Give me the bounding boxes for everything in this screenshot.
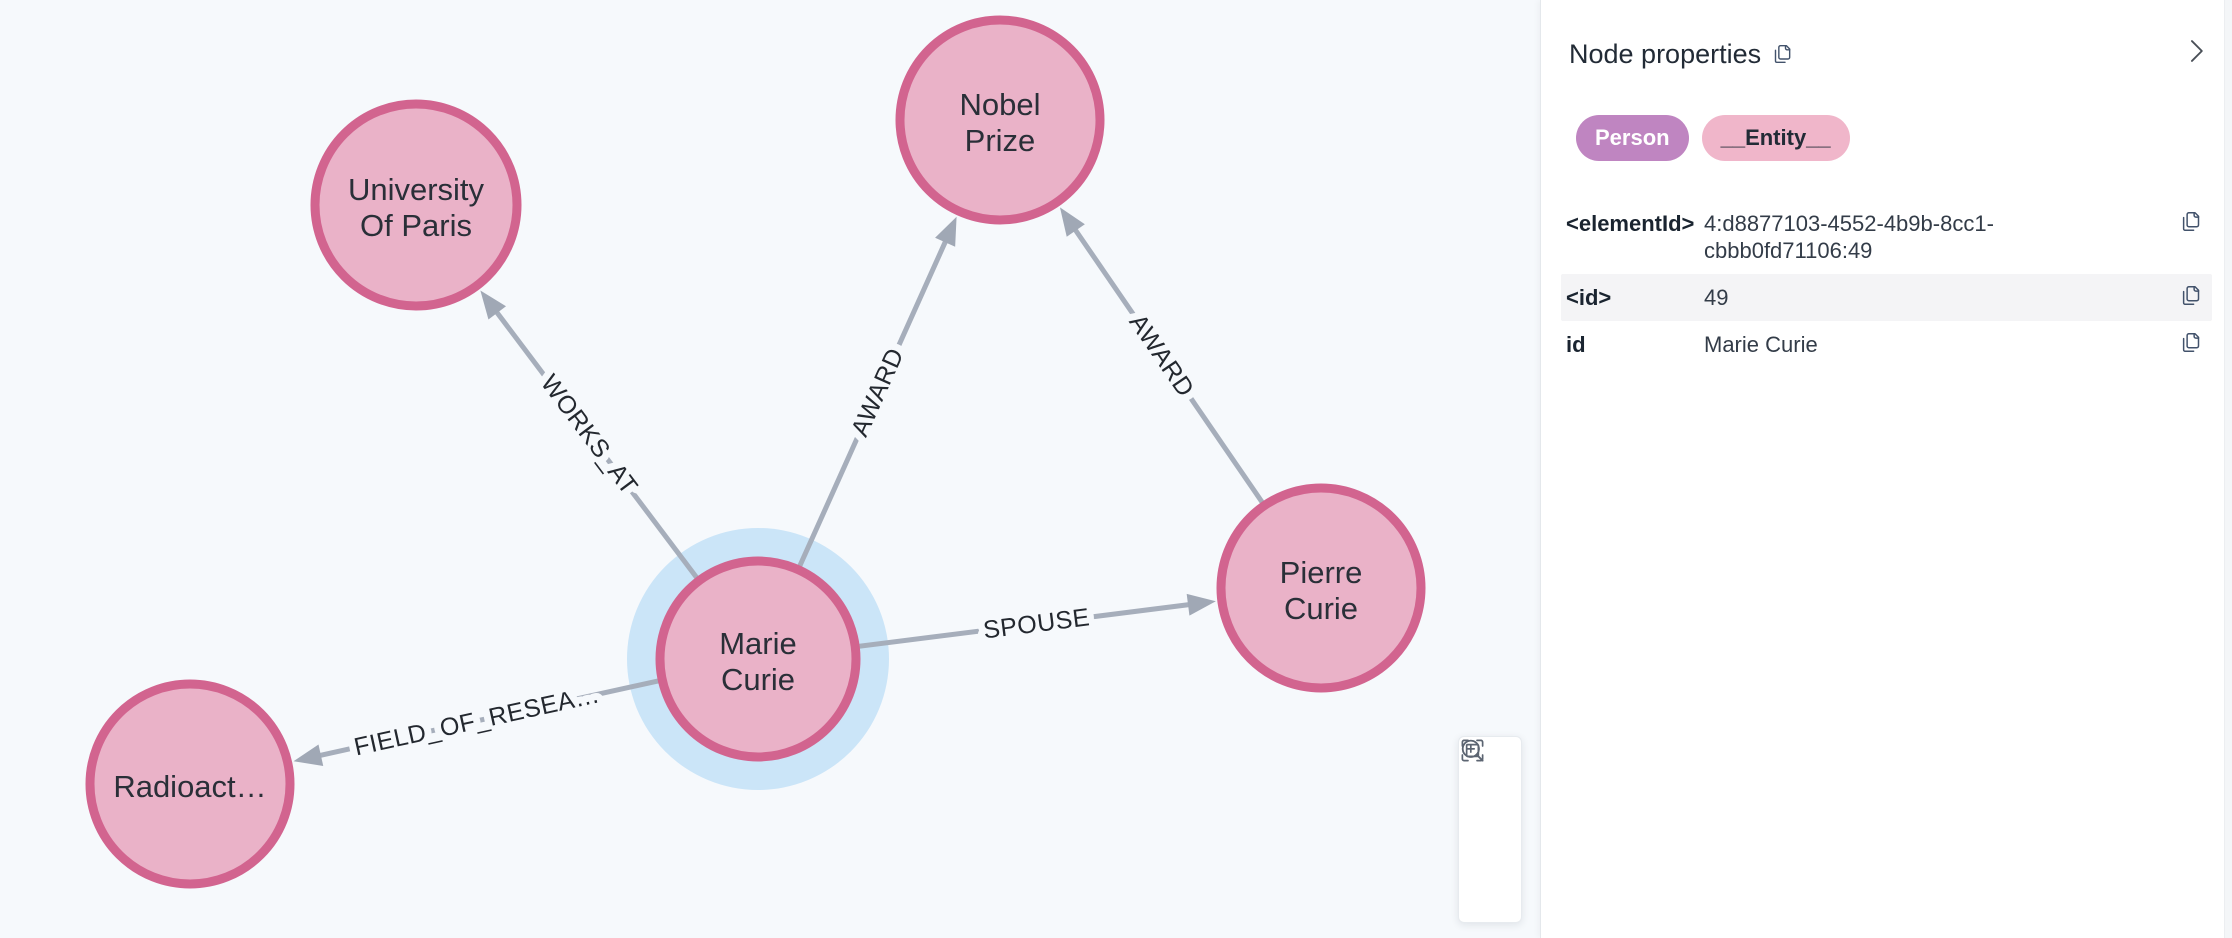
copy-icon <box>2182 286 2200 305</box>
node-label-badges: Person __Entity__ <box>1576 115 2212 161</box>
properties-table: <elementId> 4:d8877103-4552-4b9b-8cc1-cbb… <box>1561 200 2212 368</box>
zoom-out-button[interactable] <box>1459 739 1521 859</box>
property-key: id <box>1566 332 1586 357</box>
copy-icon <box>2182 333 2200 352</box>
node-properties-panel: Node properties Person __Entity__ <elemen… <box>1540 0 2232 938</box>
graph-node-radioactivity[interactable]: Radioact… <box>85 679 295 889</box>
property-row: id Marie Curie <box>1561 321 2212 368</box>
property-value: 49 <box>1704 285 1729 310</box>
copy-property-button[interactable] <box>2181 284 2202 307</box>
relationship-label: SPOUSE <box>982 603 1092 644</box>
copy-icon <box>2182 212 2200 231</box>
relationship-label: AWARD <box>1124 309 1200 402</box>
zoom-to-fit-button[interactable] <box>1459 739 1521 918</box>
property-value: Marie Curie <box>1704 332 1818 357</box>
copy-icon <box>1774 44 1791 64</box>
relationship-label: AWARD <box>846 344 910 441</box>
collapse-panel-button[interactable] <box>2182 36 2210 66</box>
property-row: <id> 49 <box>1561 274 2212 321</box>
zoom-to-fit-icon <box>1461 739 1484 762</box>
node-caption: Radioact… <box>113 769 266 804</box>
copy-property-button[interactable] <box>2181 210 2202 233</box>
node-label-badge: Person <box>1576 115 1689 161</box>
property-row: <elementId> 4:d8877103-4552-4b9b-8cc1-cbb… <box>1561 200 2212 274</box>
property-key: <id> <box>1566 285 1612 310</box>
relationship-label: FIELD_OF_RESEA… <box>352 680 603 761</box>
chevron-right-icon <box>2190 40 2203 62</box>
node-label-badge: __Entity__ <box>1701 115 1850 161</box>
relationship-label: WORKS_AT <box>535 369 643 500</box>
property-key: <elementId> <box>1566 211 1695 236</box>
panel-title: Node properties <box>1569 39 1762 69</box>
panel-header: Node properties <box>1561 0 2212 70</box>
property-value: 4:d8877103-4552-4b9b-8cc1-cbbb0fd71106:4… <box>1704 211 1994 263</box>
zoom-toolbar <box>1458 736 1522 923</box>
copy-property-button[interactable] <box>2181 331 2202 354</box>
copy-all-properties-button[interactable] <box>1773 43 1793 65</box>
